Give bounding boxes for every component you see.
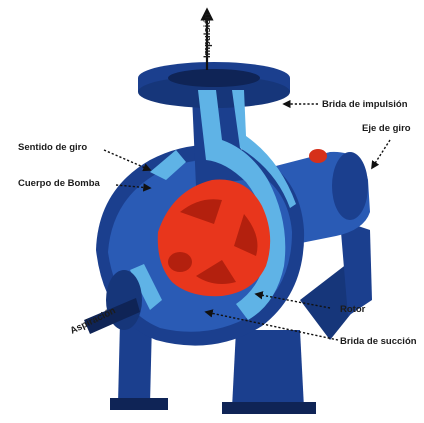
drain-cap-icon xyxy=(309,149,327,163)
label-eje-giro: Eje de giro xyxy=(362,123,411,134)
label-cuerpo-bomba: Cuerpo de Bomba xyxy=(18,178,101,189)
leader-sentido-giro xyxy=(104,150,150,170)
leader-eje-giro xyxy=(372,140,390,168)
label-brida-impulsion: Brida de impulsión xyxy=(322,99,408,110)
label-sentido-giro: Sentido de giro xyxy=(18,142,87,153)
label-impulsion: Impulsión xyxy=(202,13,213,58)
label-rotor: Rotor xyxy=(340,304,366,315)
label-brida-succion: Brida de succión xyxy=(340,336,417,347)
impeller-eye-icon xyxy=(168,252,192,272)
